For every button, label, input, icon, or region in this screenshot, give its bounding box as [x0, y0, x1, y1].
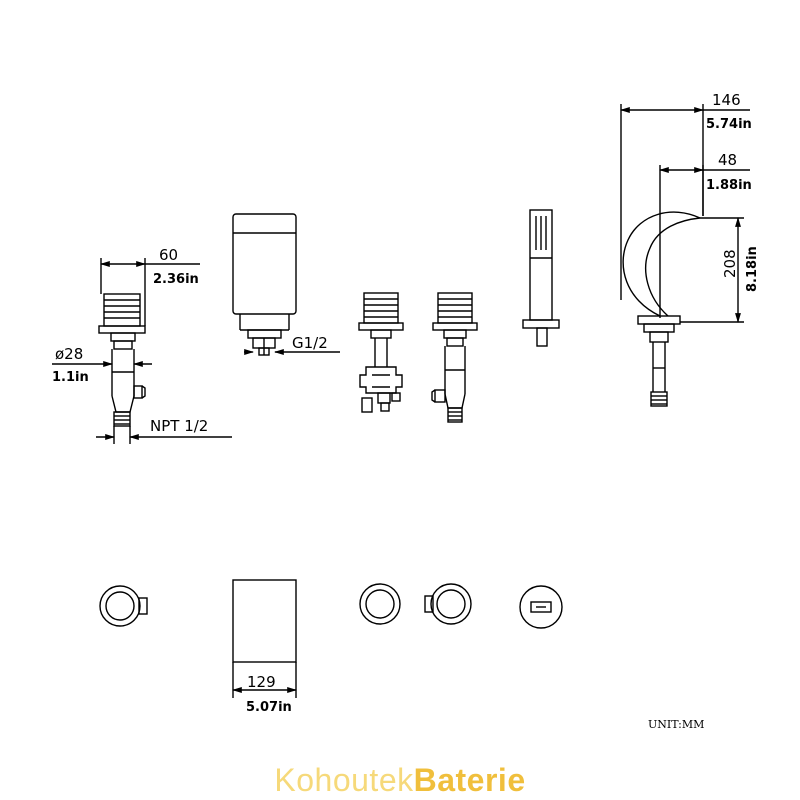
- spout-depth-mm: 146: [712, 91, 741, 109]
- handle-width-in: 2.36in: [153, 272, 199, 287]
- left-valve: [98, 293, 146, 427]
- spout-depth-in: 5.74in: [706, 117, 752, 132]
- inlet-thread-label: NPT 1/2: [150, 417, 208, 435]
- brand-part-1: Kohoutek: [274, 762, 414, 798]
- spout-height-mm: 208: [721, 249, 739, 278]
- spout: [622, 211, 701, 407]
- spout-reach-mm: 48: [718, 151, 737, 169]
- dim-inlet-thread: [96, 426, 232, 444]
- body-width-in: 5.07in: [246, 700, 292, 715]
- handle-width-mm: 60: [159, 246, 178, 264]
- unit-label: UNIT:MM: [648, 718, 704, 731]
- top-view-diverter-handle: [359, 583, 401, 625]
- diverter-valve: [358, 292, 404, 413]
- base-diameter-in: 1.1in: [52, 370, 89, 385]
- right-valve: [431, 292, 478, 423]
- dim-handle-width: [100, 258, 200, 326]
- hand-shower: [522, 209, 560, 347]
- body-width-mm: 129: [247, 673, 276, 691]
- base-diameter-mm: ø28: [55, 345, 83, 363]
- brand-watermark: KohoutekBaterie: [0, 762, 800, 799]
- top-view-hand-shower: [519, 585, 563, 629]
- outlet-thread-label: G1/2: [292, 334, 328, 352]
- dim-spout-reach: [659, 165, 750, 318]
- spout-reach-in: 1.88in: [706, 178, 752, 193]
- top-view-left-handle: [99, 585, 148, 627]
- central-body: [232, 213, 297, 356]
- dim-body-width: [232, 662, 297, 698]
- spout-height-in: 8.18in: [745, 246, 760, 292]
- top-view-right-handle: [424, 583, 472, 625]
- top-view-body: [232, 579, 297, 663]
- brand-part-2: Baterie: [413, 762, 526, 798]
- dim-spout-height: [680, 217, 744, 323]
